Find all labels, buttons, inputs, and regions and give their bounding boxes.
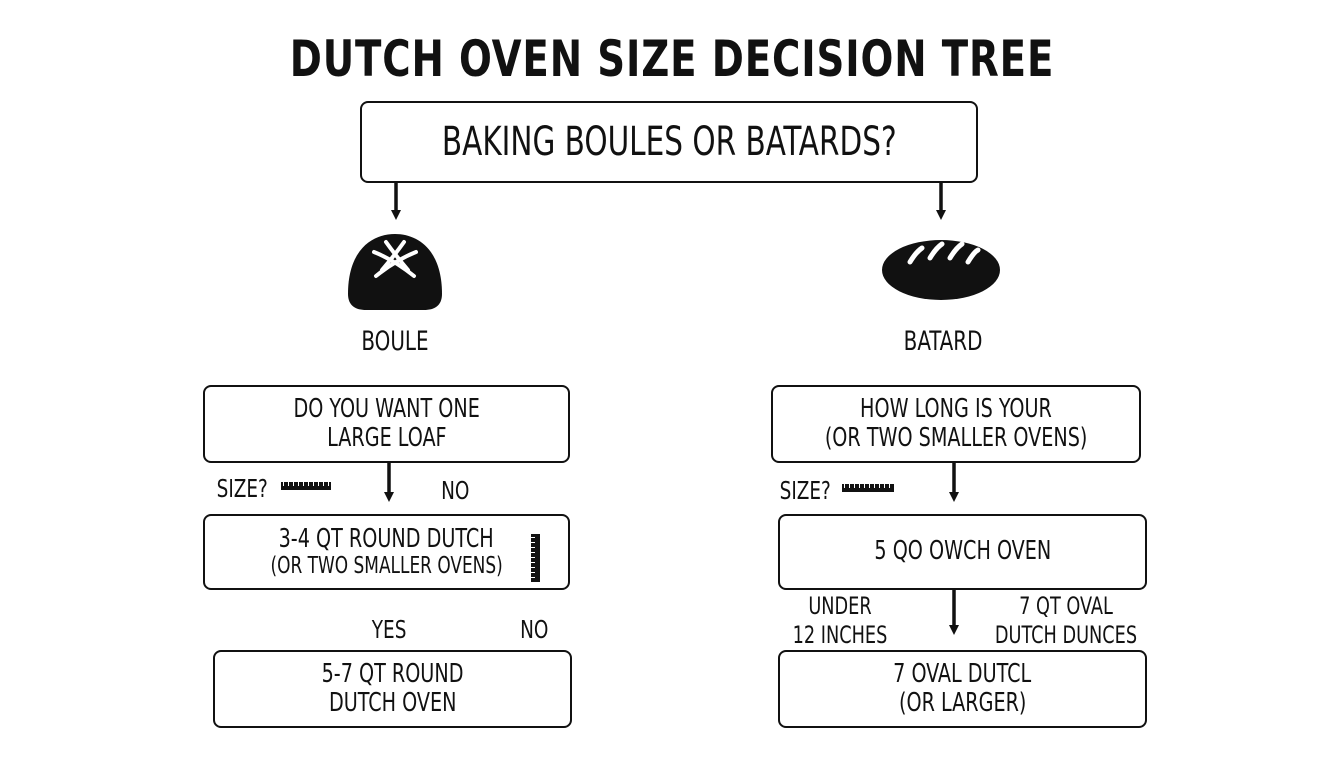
- boule-result2-line2: DUTCH OVEN: [328, 688, 457, 718]
- batard-result2-line2: (OR LARGER): [898, 688, 1027, 718]
- batard-question-box: HOW LONG IS YOUR (OR TWO SMALLER OVENS): [771, 385, 1141, 463]
- oval-bread-icon: [882, 240, 1000, 300]
- boule-yes-label: YES: [371, 615, 407, 644]
- boule-no-label-2: NO: [519, 615, 549, 644]
- batard-question-line2: (OR TWO SMALLER OVENS): [824, 423, 1088, 453]
- batard-under-label: UNDER 12 INCHES: [792, 592, 888, 649]
- batard-label: BATARD: [903, 326, 983, 357]
- batard-result1-text: 5 QO OWCH OVEN: [874, 536, 1051, 567]
- batard-result-large-box: 7 OVAL DUTCL (OR LARGER): [778, 650, 1147, 728]
- boule-result-small-box: 3-4 QT ROUND DUTCH (OR TWO SMALLER OVENS…: [203, 514, 570, 590]
- ruler-icon: [842, 484, 894, 492]
- batard-size-label: SIZE?: [779, 476, 831, 505]
- batard-result-box: 5 QO OWCH OVEN: [778, 514, 1147, 590]
- boule-question-box: DO YOU WANT ONE LARGE LOAF: [203, 385, 570, 463]
- ruler-icon: [531, 534, 540, 582]
- root-question-text: BAKING BOULES OR BATARDS?: [441, 118, 897, 165]
- boule-result1-line2: (OR TWO SMALLER OVENS): [270, 552, 503, 579]
- boule-result2-line1: 5-7 QT ROUND: [321, 658, 464, 689]
- batard-result2-line1: 7 OVAL DUTCL: [893, 658, 1032, 689]
- root-question-box: BAKING BOULES OR BATARDS?: [360, 101, 978, 183]
- diagram-title: DUTCH OVEN SIZE DECISION TREE: [289, 30, 1055, 88]
- batard-oval-label: 7 QT OVAL DUTCH DUNCES: [994, 592, 1138, 649]
- boule-question-line1: DO YOU WANT ONE: [293, 393, 480, 424]
- boule-no-label: NO: [440, 476, 470, 505]
- ruler-icon: [281, 482, 331, 490]
- boule-result1-line1: 3-4 QT ROUND DUTCH: [278, 523, 495, 554]
- boule-size-label: SIZE?: [216, 474, 268, 503]
- batard-question-line1: HOW LONG IS YOUR: [860, 393, 1052, 424]
- boule-result-large-box: 5-7 QT ROUND DUTCH OVEN: [213, 650, 572, 728]
- boule-question-line2: LARGE LOAF: [326, 423, 447, 453]
- round-bread-icon: [348, 234, 442, 310]
- boule-label: BOULE: [361, 326, 429, 357]
